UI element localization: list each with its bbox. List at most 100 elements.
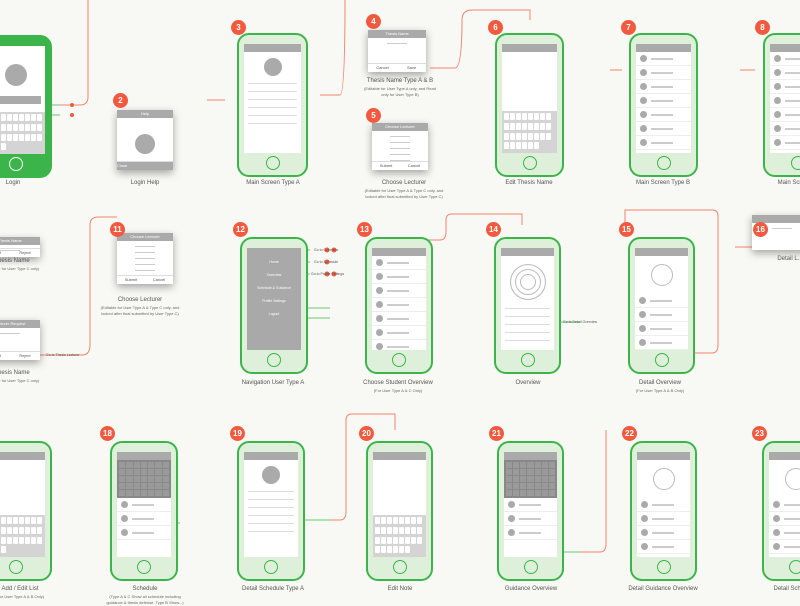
- login-button[interactable]: [0, 96, 41, 104]
- list-item[interactable]: [770, 136, 800, 150]
- list-item[interactable]: [636, 136, 691, 150]
- list-item[interactable]: [635, 294, 688, 308]
- keyboard[interactable]: [502, 111, 557, 153]
- calendar-day[interactable]: [535, 490, 541, 496]
- form-field[interactable]: [248, 499, 294, 500]
- key[interactable]: [393, 546, 398, 553]
- key[interactable]: [399, 546, 404, 553]
- list-item[interactable]: [770, 52, 800, 66]
- modal-button-reject[interactable]: Reject: [10, 352, 40, 360]
- calendar-day[interactable]: [126, 476, 132, 482]
- key[interactable]: [7, 527, 12, 534]
- home-button[interactable]: [791, 156, 800, 170]
- close-button[interactable]: Close: [117, 161, 173, 170]
- key[interactable]: [546, 113, 551, 120]
- home-button[interactable]: [392, 353, 406, 367]
- key[interactable]: [516, 142, 521, 149]
- calendar-day[interactable]: [134, 490, 140, 496]
- calendar-day[interactable]: [535, 469, 541, 475]
- list-item[interactable]: [636, 80, 691, 94]
- calendar-day[interactable]: [148, 462, 154, 468]
- form-field[interactable]: [248, 523, 294, 524]
- list-item[interactable]: [636, 94, 691, 108]
- key[interactable]: [19, 124, 24, 131]
- form-field[interactable]: [248, 107, 297, 108]
- calendar-day[interactable]: [520, 483, 526, 489]
- key[interactable]: [405, 546, 410, 553]
- calendar-day[interactable]: [535, 476, 541, 482]
- calendar-grid[interactable]: [117, 460, 171, 498]
- key[interactable]: [31, 124, 36, 131]
- calendar-day[interactable]: [148, 469, 154, 475]
- key[interactable]: [381, 537, 386, 544]
- calendar-day[interactable]: [506, 483, 512, 489]
- modal-button-cancel[interactable]: Cancel: [400, 162, 428, 170]
- key[interactable]: [375, 517, 380, 524]
- calendar-day[interactable]: [163, 490, 169, 496]
- home-button[interactable]: [521, 353, 535, 367]
- list-item[interactable]: [635, 322, 688, 336]
- calendar-day[interactable]: [513, 483, 519, 489]
- calendar-day[interactable]: [506, 469, 512, 475]
- modal-button-cancel[interactable]: Cancel: [368, 64, 397, 72]
- key[interactable]: [405, 527, 410, 534]
- key[interactable]: [19, 114, 24, 121]
- key[interactable]: [375, 527, 380, 534]
- key[interactable]: [25, 517, 30, 524]
- list-item[interactable]: [770, 108, 800, 122]
- form-field[interactable]: [248, 123, 297, 124]
- list-item[interactable]: [637, 540, 690, 554]
- calendar-day[interactable]: [163, 476, 169, 482]
- calendar-day[interactable]: [155, 469, 161, 475]
- calendar-day[interactable]: [155, 490, 161, 496]
- key[interactable]: [399, 527, 404, 534]
- calendar-day[interactable]: [141, 483, 147, 489]
- key[interactable]: [393, 537, 398, 544]
- key[interactable]: [516, 113, 521, 120]
- home-button[interactable]: [524, 560, 538, 574]
- form-field[interactable]: [248, 507, 294, 508]
- calendar-day[interactable]: [506, 490, 512, 496]
- calendar-day[interactable]: [549, 483, 555, 489]
- modal-button-submit[interactable]: Submit: [372, 162, 400, 170]
- nav-item[interactable]: Logout: [247, 312, 301, 316]
- key[interactable]: [417, 517, 422, 524]
- key[interactable]: [1, 124, 6, 131]
- form-field[interactable]: [248, 531, 294, 532]
- key[interactable]: [37, 134, 42, 141]
- calendar-day[interactable]: [126, 469, 132, 475]
- key[interactable]: [375, 546, 380, 553]
- key[interactable]: [31, 537, 36, 544]
- key[interactable]: [1, 143, 6, 150]
- key[interactable]: [381, 517, 386, 524]
- key[interactable]: [37, 114, 42, 121]
- list-item[interactable]: [636, 108, 691, 122]
- list-item[interactable]: [769, 498, 800, 512]
- key[interactable]: [522, 123, 527, 130]
- calendar-day[interactable]: [134, 462, 140, 468]
- key[interactable]: [13, 124, 18, 131]
- key[interactable]: [504, 133, 509, 140]
- key[interactable]: [25, 124, 30, 131]
- calendar-day[interactable]: [513, 490, 519, 496]
- key[interactable]: [540, 133, 545, 140]
- calendar-day[interactable]: [520, 462, 526, 468]
- list-item[interactable]: [372, 256, 426, 270]
- key[interactable]: [534, 133, 539, 140]
- key[interactable]: [37, 124, 42, 131]
- calendar-day[interactable]: [549, 462, 555, 468]
- list-item[interactable]: [769, 526, 800, 540]
- key[interactable]: [411, 517, 416, 524]
- key[interactable]: [37, 527, 42, 534]
- list-item[interactable]: [770, 94, 800, 108]
- calendar-day[interactable]: [119, 462, 125, 468]
- list-item[interactable]: [636, 52, 691, 66]
- home-button[interactable]: [655, 353, 669, 367]
- list-item[interactable]: [372, 312, 426, 326]
- key[interactable]: [387, 537, 392, 544]
- calendar-day[interactable]: [134, 469, 140, 475]
- key[interactable]: [25, 114, 30, 121]
- list-item[interactable]: [117, 498, 171, 512]
- calendar-day[interactable]: [527, 469, 533, 475]
- key[interactable]: [411, 527, 416, 534]
